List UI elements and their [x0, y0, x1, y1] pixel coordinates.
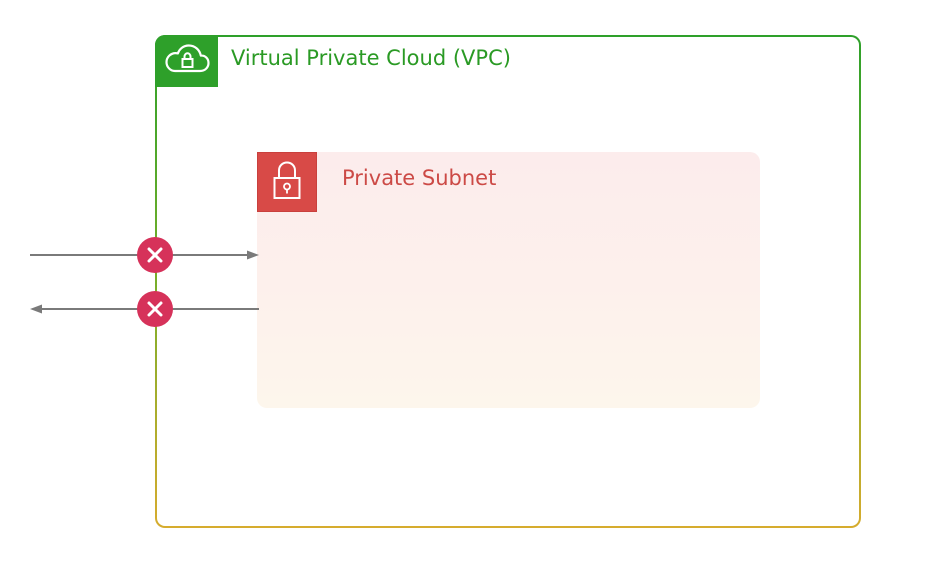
padlock-icon — [270, 158, 304, 206]
subnet-header-badge — [257, 152, 317, 212]
subnet-title: Private Subnet — [342, 166, 497, 190]
arrowhead-left-icon — [30, 304, 42, 314]
private-subnet-region — [257, 152, 760, 408]
vpc-title: Virtual Private Cloud (VPC) — [231, 46, 511, 70]
vpc-header-badge — [155, 35, 218, 87]
cloud-lock-icon — [163, 42, 211, 80]
